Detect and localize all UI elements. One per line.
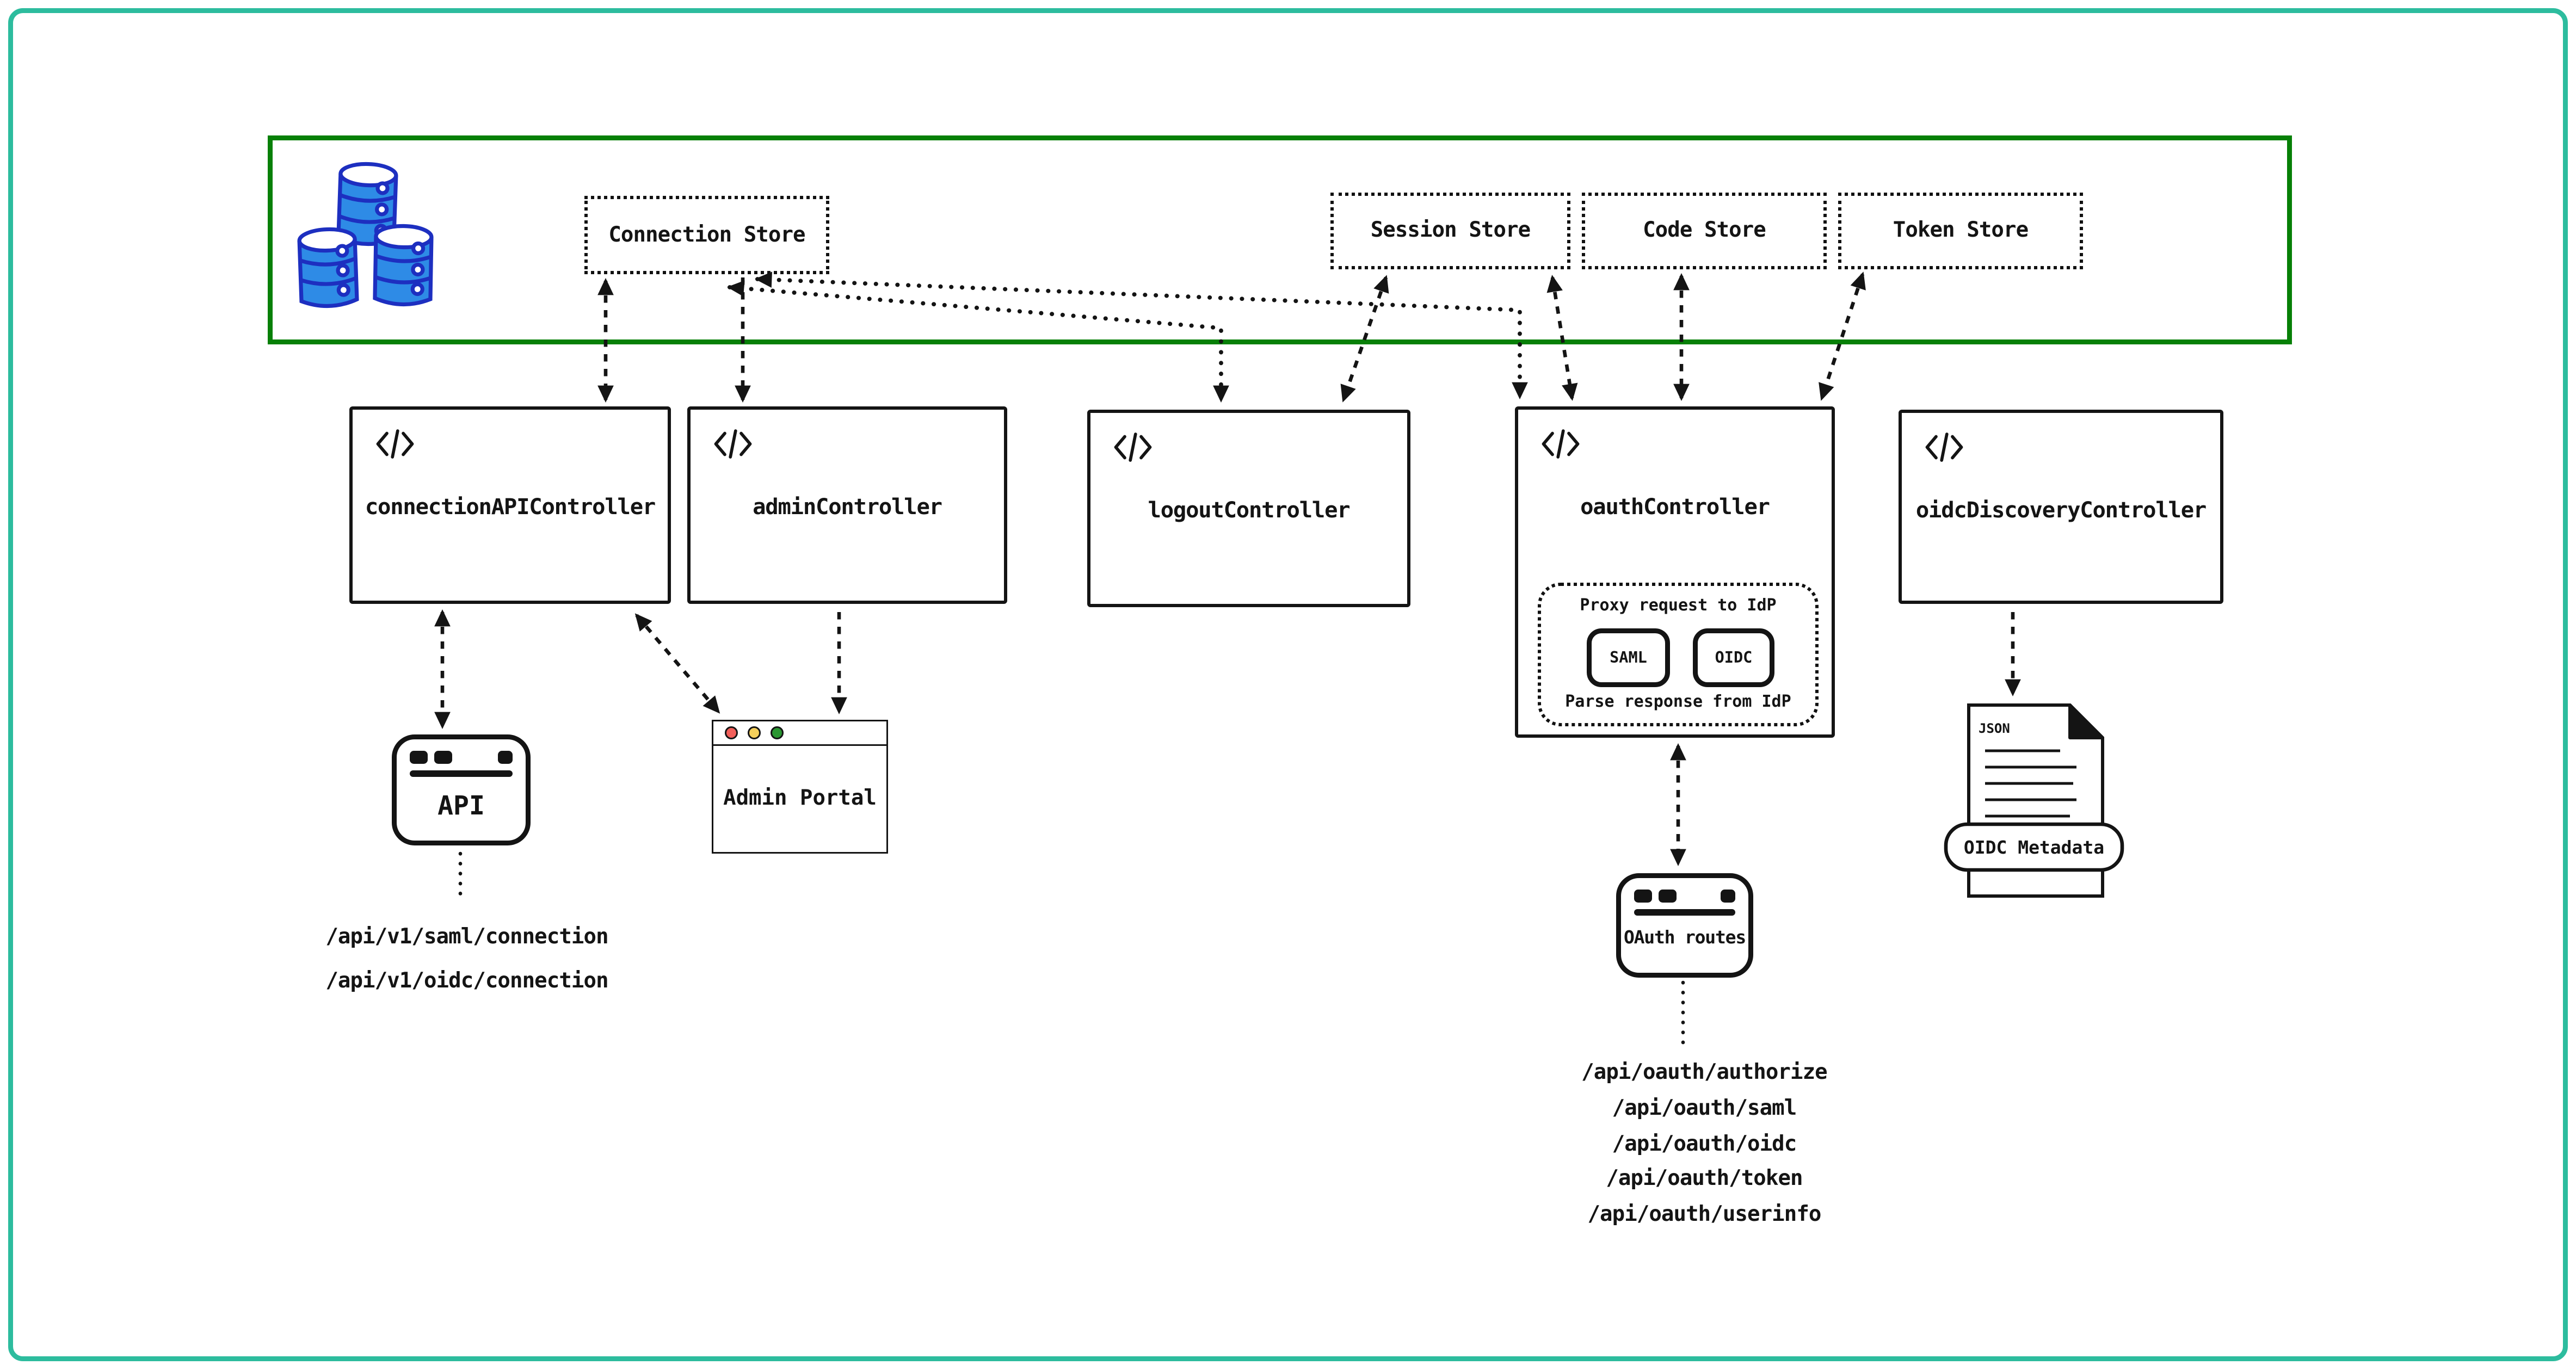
parse-response-label: Parse response from IdP	[1565, 694, 1791, 712]
outer-frame	[8, 8, 2568, 1362]
oauth-route: /api/oauth/token	[1606, 1168, 1803, 1193]
admin-portal-node: Admin Portal	[712, 720, 888, 854]
proxy-request-label: Proxy request to IdP	[1580, 597, 1777, 615]
api-route: /api/v1/saml/connection	[325, 925, 608, 950]
connection-store-label: Connection Store	[608, 223, 805, 248]
oidc-protocol-node: OIDC	[1693, 628, 1774, 687]
code-icon	[714, 429, 752, 459]
saml-label: SAML	[1610, 649, 1647, 667]
api-route-list: /api/v1/saml/connection /api/v1/oidc/con…	[225, 916, 708, 1004]
oauth-route: /api/oauth/authorize	[1581, 1061, 1828, 1085]
code-store-node: Code Store	[1582, 193, 1827, 269]
logout-controller-node: logoutController	[1087, 410, 1410, 607]
controller-label: logoutController	[1148, 498, 1351, 524]
browser-dot-icon	[1721, 890, 1735, 903]
oauth-route-list: /api/oauth/authorize /api/oauth/saml /ap…	[1463, 1056, 1946, 1234]
browser-bar-line	[410, 770, 513, 776]
controller-label: oidcDiscoveryController	[1915, 498, 2207, 524]
session-store-label: Session Store	[1370, 219, 1531, 243]
admin-controller-node: adminController	[687, 406, 1007, 604]
oauth-routes-window-label: OAuth routes	[1623, 926, 1746, 948]
oauth-route: /api/oauth/saml	[1612, 1096, 1797, 1121]
browser-bar	[1621, 878, 1748, 903]
connection-store-node: Connection Store	[584, 196, 829, 274]
traffic-light-red-icon	[725, 726, 738, 739]
code-store-label: Code Store	[1643, 219, 1766, 243]
oidc-discovery-controller-node: oidcDiscoveryController	[1899, 410, 2223, 604]
browser-dot-icon	[1634, 890, 1652, 903]
browser-dot-icon	[498, 751, 513, 764]
code-icon	[1114, 433, 1152, 462]
token-store-node: Token Store	[1838, 193, 2083, 269]
code-icon	[1925, 433, 1963, 462]
browser-dot-icon	[1659, 890, 1677, 903]
session-store-node: Session Store	[1330, 193, 1570, 269]
code-icon	[376, 429, 414, 459]
controller-label: connectionAPIController	[365, 495, 656, 521]
oauth-route: /api/oauth/userinfo	[1587, 1203, 1821, 1228]
oauth-routes-window-node: OAuth routes	[1616, 873, 1753, 978]
code-icon	[1542, 429, 1580, 459]
controller-label: adminController	[753, 495, 942, 521]
browser-bar-line	[1634, 909, 1735, 915]
connection-api-controller-node: connectionAPIController	[349, 406, 671, 604]
traffic-light-yellow-icon	[748, 726, 761, 739]
browser-dot-icon	[434, 751, 452, 764]
saml-protocol-node: SAML	[1587, 628, 1670, 687]
browser-bar	[397, 739, 526, 764]
api-window-node: API	[392, 734, 531, 845]
token-store-label: Token Store	[1893, 219, 2029, 243]
portal-title-bar	[713, 721, 886, 746]
api-window-label: API	[437, 789, 485, 820]
api-route: /api/v1/oidc/connection	[325, 969, 608, 994]
oauth-route: /api/oauth/oidc	[1612, 1132, 1797, 1157]
controller-label: oauthController	[1580, 495, 1770, 521]
traffic-light-green-icon	[771, 726, 784, 739]
oidc-label: OIDC	[1715, 649, 1753, 667]
admin-portal-label: Admin Portal	[723, 787, 877, 811]
browser-dot-icon	[410, 751, 428, 764]
idp-proxy-box: Proxy request to IdP SAML OIDC Parse res…	[1538, 583, 1819, 726]
oauth-controller-node: oauthController Proxy request to IdP SAM…	[1515, 406, 1835, 738]
